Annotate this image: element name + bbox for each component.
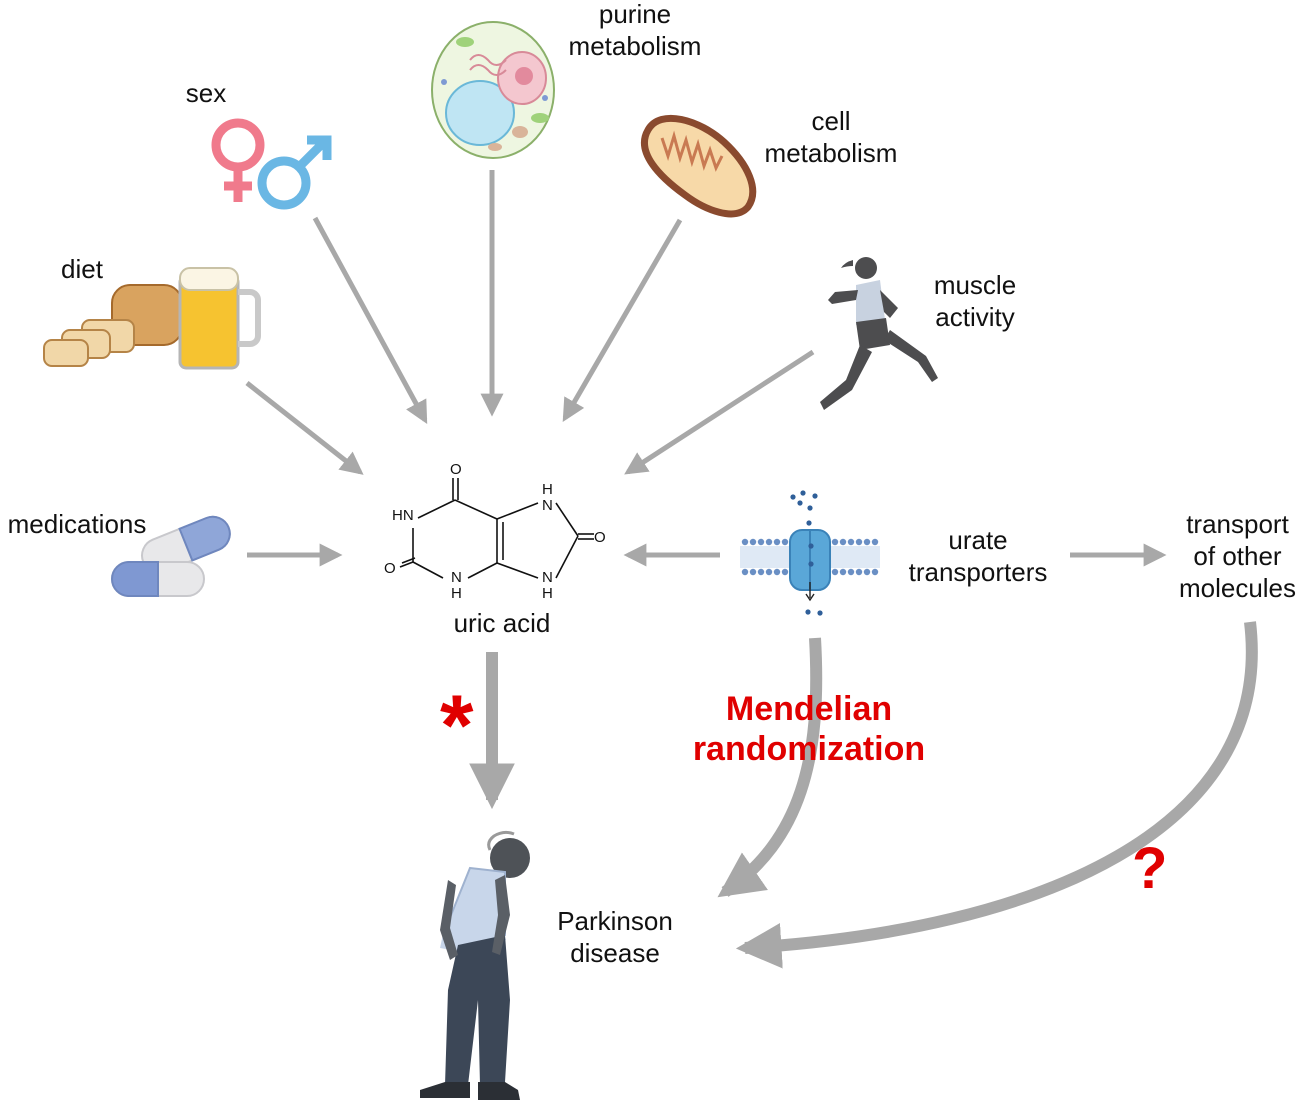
- other-line-1: transport: [1186, 509, 1289, 539]
- arrows: [245, 170, 1258, 969]
- label-parkinson-disease: Parkinson disease: [540, 905, 690, 969]
- label-muscle-activity: muscle activity: [920, 269, 1030, 333]
- atom-h-right-bottom: H: [542, 585, 553, 602]
- mitochondrion-icon: [640, 114, 757, 218]
- other-line-3: molecules: [1178, 573, 1297, 603]
- atom-hn: HN: [392, 507, 414, 524]
- arrow-sex: [312, 216, 428, 425]
- label-medications: medications: [0, 508, 154, 540]
- atom-n-bottom: N: [451, 569, 462, 586]
- cell-line-1: cell: [811, 106, 851, 136]
- other-line-2: of other: [1193, 541, 1282, 571]
- purine-line-1: purine: [598, 0, 672, 29]
- sex-text: sex: [185, 78, 227, 108]
- pills-icon: [111, 515, 231, 597]
- asterisk-mark: *: [440, 678, 474, 774]
- label-sex: sex: [176, 77, 236, 109]
- mr-line-1: Mendelian: [725, 690, 893, 728]
- label-cell-metabolism: cell metabolism: [756, 105, 906, 169]
- medications-text: medications: [7, 509, 147, 539]
- label-urate-transporters: urate transporters: [898, 524, 1058, 588]
- label-mendelian-randomization: Mendelian randomization: [678, 689, 940, 769]
- sex-icon: [211, 118, 332, 210]
- runner-icon: [820, 257, 938, 410]
- transporter-icon: [740, 490, 880, 616]
- muscle-line-1: muscle: [933, 270, 1017, 300]
- atom-n-right-top: N: [542, 497, 553, 514]
- uric-acid-text: uric acid: [453, 608, 551, 638]
- atom-o-right: O: [594, 529, 606, 546]
- question-mark: ?: [1132, 836, 1167, 901]
- urate-line-2: transporters: [908, 557, 1048, 587]
- atom-o-top: O: [450, 461, 462, 478]
- label-transport-other: transport of other molecules: [1170, 508, 1305, 604]
- uric-acid-structure: [399, 478, 594, 579]
- arrow-mr-curve: [717, 637, 823, 898]
- atom-o-left: O: [384, 560, 396, 577]
- atom-h-bottom: H: [451, 585, 462, 602]
- pd-line-1: Parkinson: [557, 906, 673, 936]
- cell-line-2: metabolism: [764, 138, 898, 168]
- label-diet: diet: [52, 253, 112, 285]
- arrow-muscle: [624, 349, 815, 475]
- arrow-diet: [245, 381, 364, 475]
- uric-acid-atoms: O HN O N H H N O N H: [384, 461, 606, 602]
- cell-icon: [431, 21, 555, 159]
- urate-line-1: urate: [948, 525, 1008, 555]
- purine-line-2: metabolism: [568, 31, 702, 61]
- diet-text: diet: [61, 254, 103, 284]
- muscle-line-2: activity: [935, 302, 1015, 332]
- diet-icon: [43, 267, 261, 370]
- atom-n-right-bottom: N: [542, 569, 553, 586]
- mr-line-2: randomization: [692, 730, 926, 768]
- label-purine-metabolism: purine metabolism: [560, 0, 710, 62]
- atom-h-right-top: H: [542, 481, 553, 498]
- label-uric-acid: uric acid: [432, 607, 572, 639]
- arrow-cell: [562, 218, 683, 422]
- arrow-other-curve: [735, 621, 1258, 969]
- elderly-person-icon: [420, 830, 530, 1100]
- pd-line-2: disease: [570, 938, 660, 968]
